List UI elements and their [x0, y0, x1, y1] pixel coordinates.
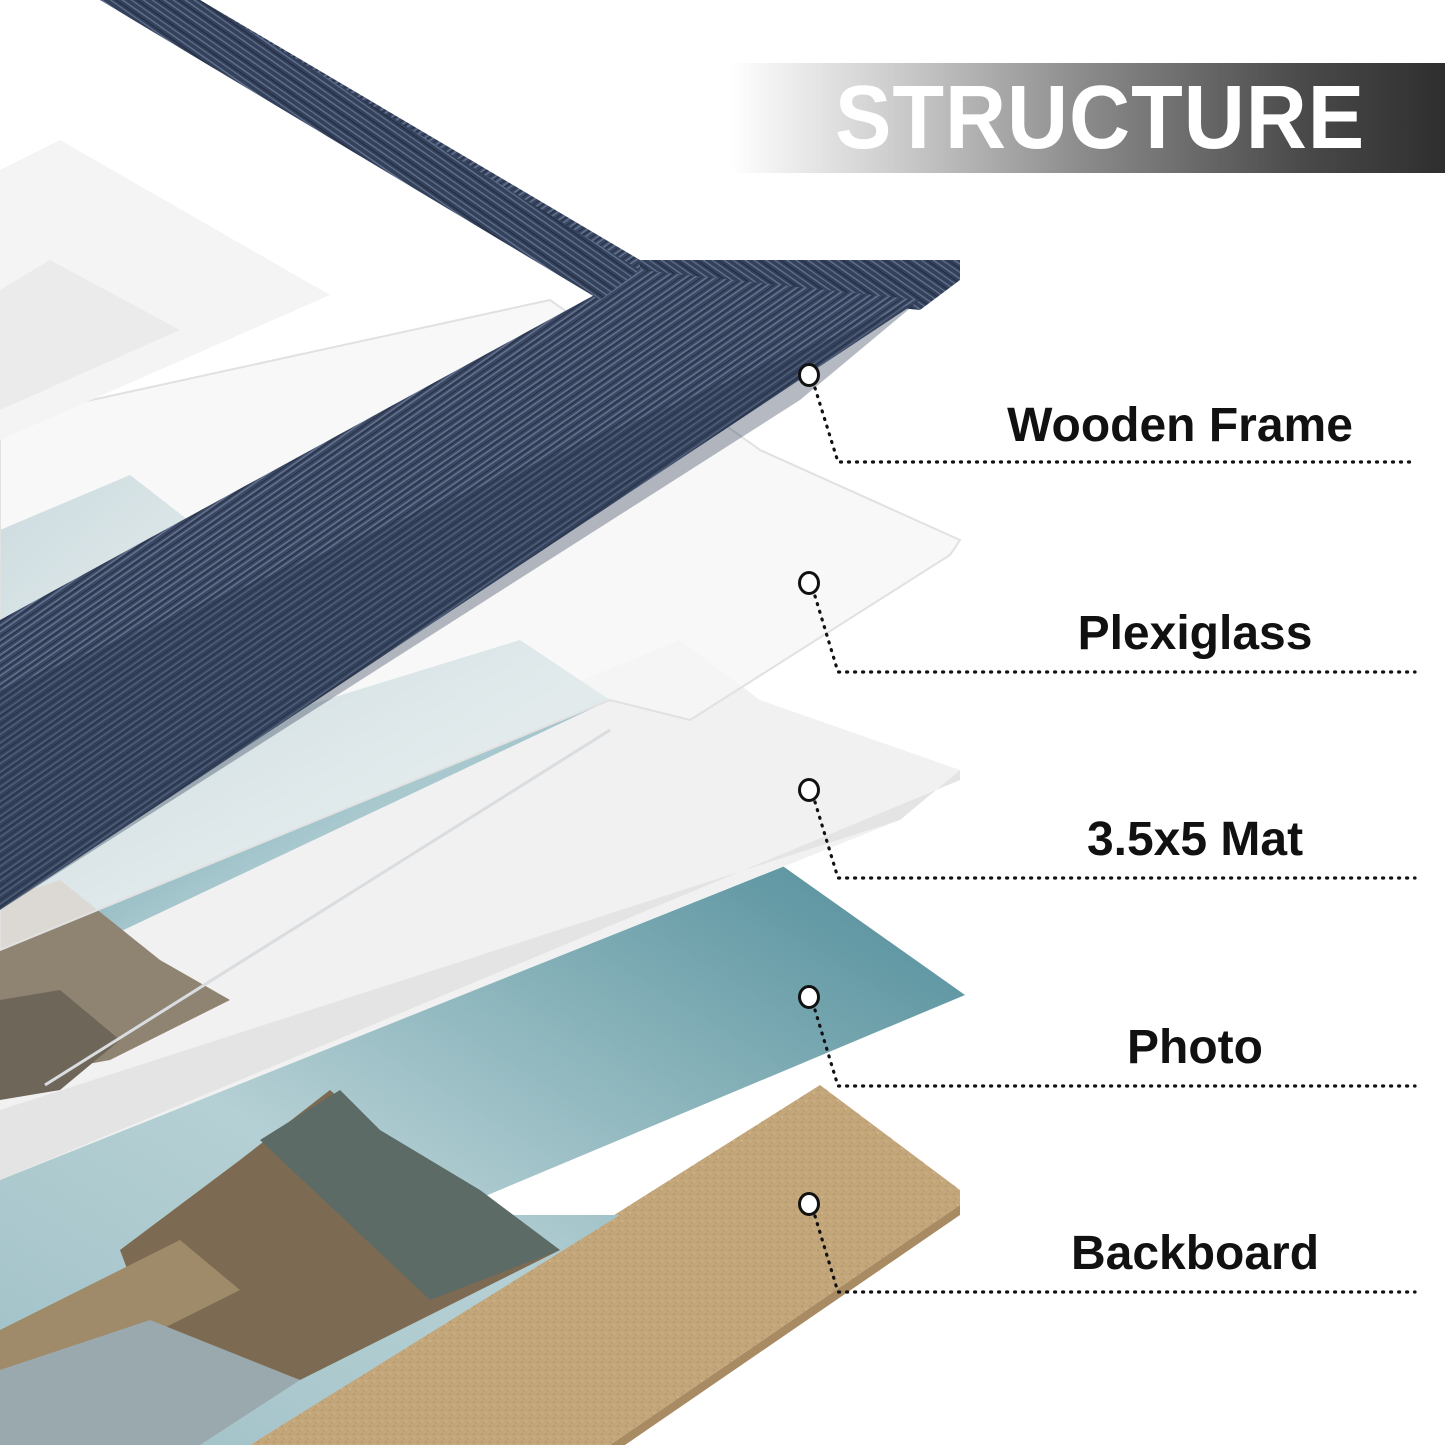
mat-marker-icon: [798, 778, 820, 802]
label-backboard: Backboard: [1070, 1227, 1320, 1280]
label-mat: 3.5x5 Mat: [1086, 813, 1304, 866]
label-plexiglass: Plexiglass: [1077, 607, 1313, 660]
page-title: STRUCTURE: [835, 68, 1366, 168]
wooden-frame-marker-icon: [798, 363, 820, 387]
backboard-marker-icon: [798, 1192, 820, 1216]
label-photo: Photo: [1127, 1021, 1263, 1074]
title-banner: [730, 63, 1445, 173]
label-wooden-frame: Wooden Frame: [1007, 399, 1353, 452]
photo-marker-icon: [798, 985, 820, 1009]
backboard-layer: [250, 1085, 960, 1445]
plexiglass-marker-icon: [798, 571, 820, 595]
